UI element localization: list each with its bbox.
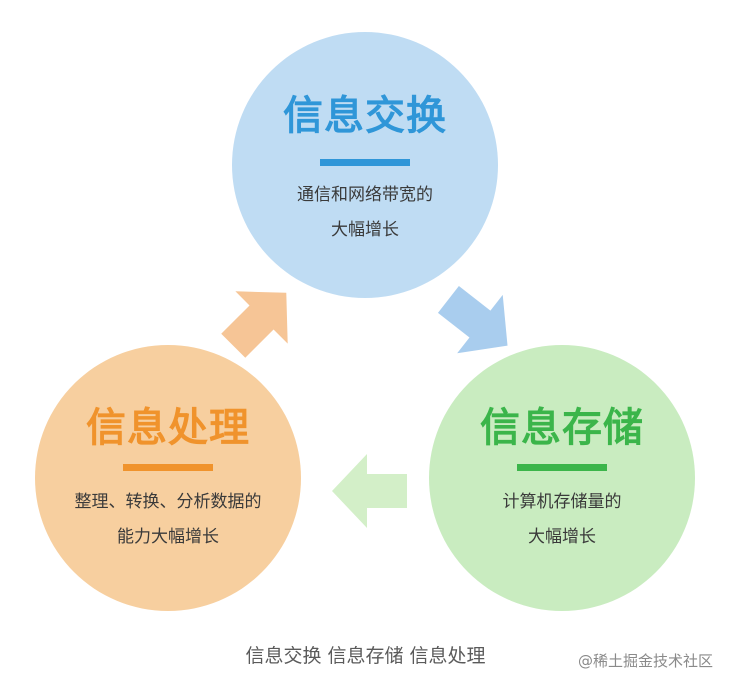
processing-title: 信息处理	[86, 405, 250, 451]
arrow-exchange-to-storage	[437, 286, 508, 354]
processing-description-line2: 能力大幅增长	[117, 527, 219, 547]
exchange-node: 信息交换 通信和网络带宽的 大幅增长	[232, 80, 498, 280]
processing-node: 信息处理 整理、转换、分析数据的 能力大幅增长	[35, 392, 301, 592]
arrow-processing-to-exchange	[221, 291, 288, 358]
storage-divider	[517, 464, 607, 471]
storage-node: 信息存储 计算机存储量的 大幅增长	[429, 392, 695, 592]
exchange-description-line1: 通信和网络带宽的	[297, 185, 433, 205]
exchange-description-line2: 大幅增长	[331, 220, 399, 240]
exchange-title: 信息交换	[283, 93, 447, 139]
storage-title: 信息存储	[480, 405, 644, 451]
exchange-divider	[320, 159, 410, 166]
storage-circle	[429, 345, 695, 611]
figure-caption: 信息交换 信息存储 信息处理	[245, 645, 486, 667]
storage-description-line1: 计算机存储量的	[502, 492, 622, 512]
storage-description-line2: 大幅增长	[528, 527, 596, 547]
processing-divider	[123, 464, 213, 471]
watermark: @稀土掘金技术社区	[577, 652, 713, 670]
processing-circle	[35, 345, 301, 611]
processing-description-line1: 整理、转换、分析数据的	[74, 492, 262, 512]
arrow-storage-to-processing	[332, 454, 407, 528]
